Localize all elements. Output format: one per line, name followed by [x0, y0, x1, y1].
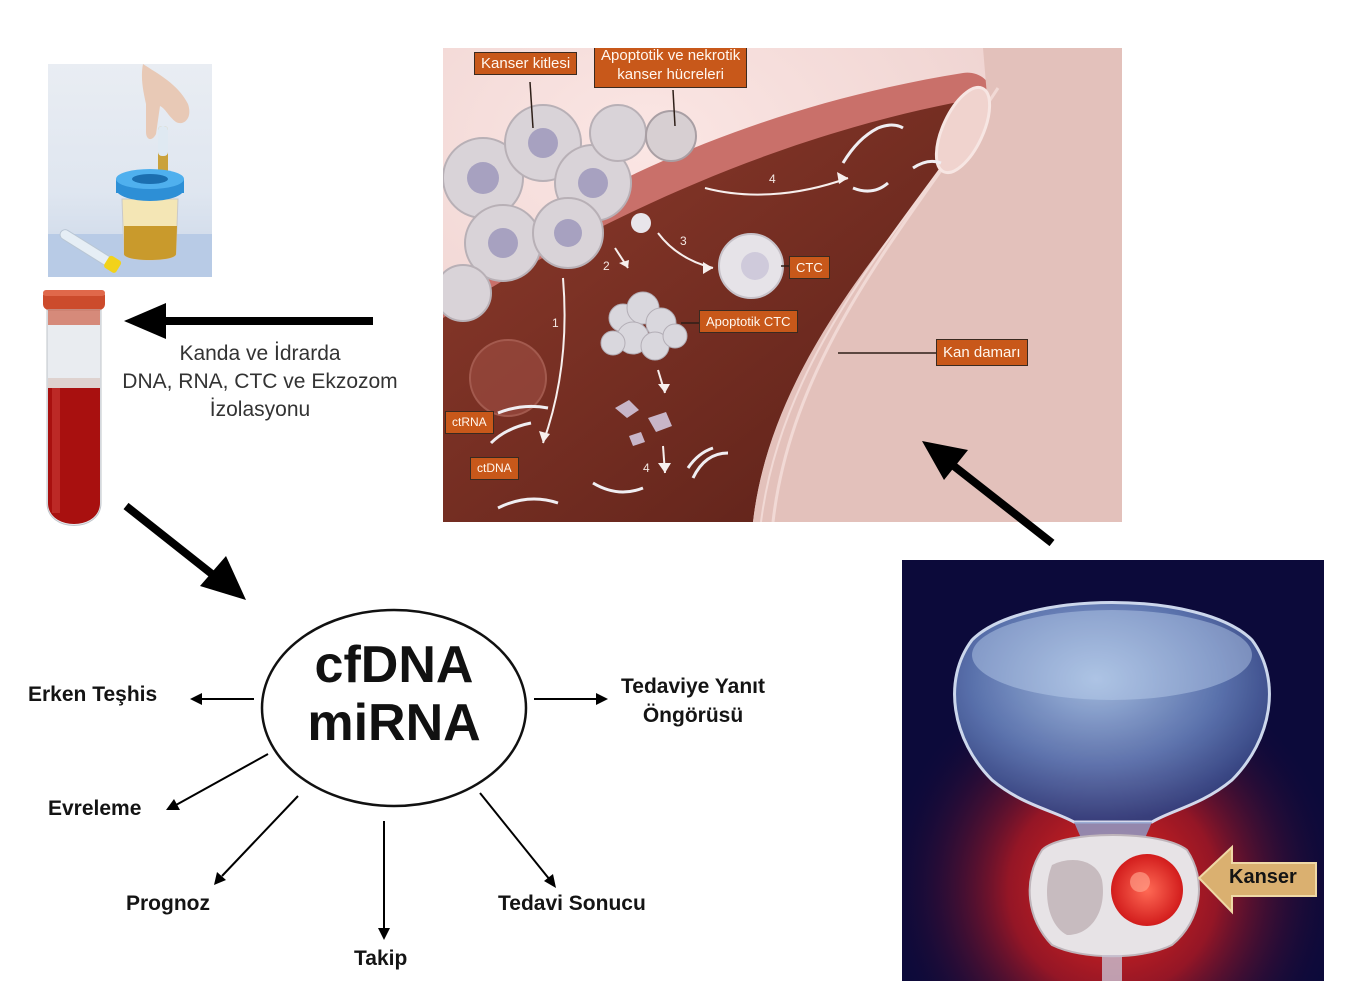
- label-apoptotic-line-2: kanser hücreleri: [617, 66, 724, 83]
- blood-vessel-illustration: 1 2 3 4 4 Kanser kitlesi Apoptotik ve ne…: [443, 48, 1122, 522]
- cancer-label: Kanser: [1229, 866, 1297, 888]
- outcome-response-line-2: Öngörüsü: [642, 704, 744, 727]
- isolation-line-2: DNA, RNA, CTC ve Ekzozom: [122, 370, 398, 393]
- outcome-staging: Evreleme: [48, 797, 142, 820]
- outcome-prognosis: Prognoz: [126, 892, 210, 915]
- isolation-line-3: İzolasyonu: [209, 398, 311, 421]
- outcome-follow-up: Takip: [354, 947, 408, 970]
- isolation-caption: Kanda ve İdrarda DNA, RNA, CTC ve Ekzozo…: [95, 340, 425, 424]
- label-blood-vessel: Kan damarı: [936, 339, 1028, 366]
- step-number-3: 3: [680, 234, 687, 248]
- blood-tube: [40, 288, 108, 543]
- outcome-response-line-1: Tedaviye Yanıt: [621, 675, 765, 698]
- step-number-2: 2: [603, 259, 610, 273]
- outcome-treatment-result: Tedavi Sonucu: [498, 892, 646, 915]
- label-ctdna: ctDNA: [470, 457, 519, 480]
- outcome-treatment-response: Tedaviye Yanıt Öngörüsü: [600, 672, 786, 730]
- isolation-line-1: Kanda ve İdrarda: [179, 342, 341, 365]
- center-cfdna: cfDNA: [314, 636, 474, 694]
- label-ctrna: ctRNA: [445, 411, 494, 434]
- label-apoptotic-ctc: Apoptotik CTC: [699, 310, 798, 333]
- step-number-1: 1: [552, 316, 559, 330]
- outcome-early-diagnosis: Erken Teşhis: [28, 683, 158, 706]
- center-mirna: miRNA: [307, 694, 481, 752]
- label-tumor-mass: Kanser kitlesi: [474, 52, 578, 75]
- prostate-render: Kanser: [902, 560, 1324, 981]
- urine-sample-photo: [48, 64, 212, 277]
- step-number-4a: 4: [769, 172, 776, 186]
- label-apoptotic-line-1: Apoptotik ve nekrotik: [601, 48, 741, 64]
- label-ctc: CTC: [789, 256, 830, 279]
- step-number-4b: 4: [643, 461, 650, 475]
- label-apoptotic-cells: Apoptotik ve nekrotik kanser hücreleri: [594, 48, 748, 88]
- center-ellipse-text: cfDNA miRNA: [262, 636, 526, 752]
